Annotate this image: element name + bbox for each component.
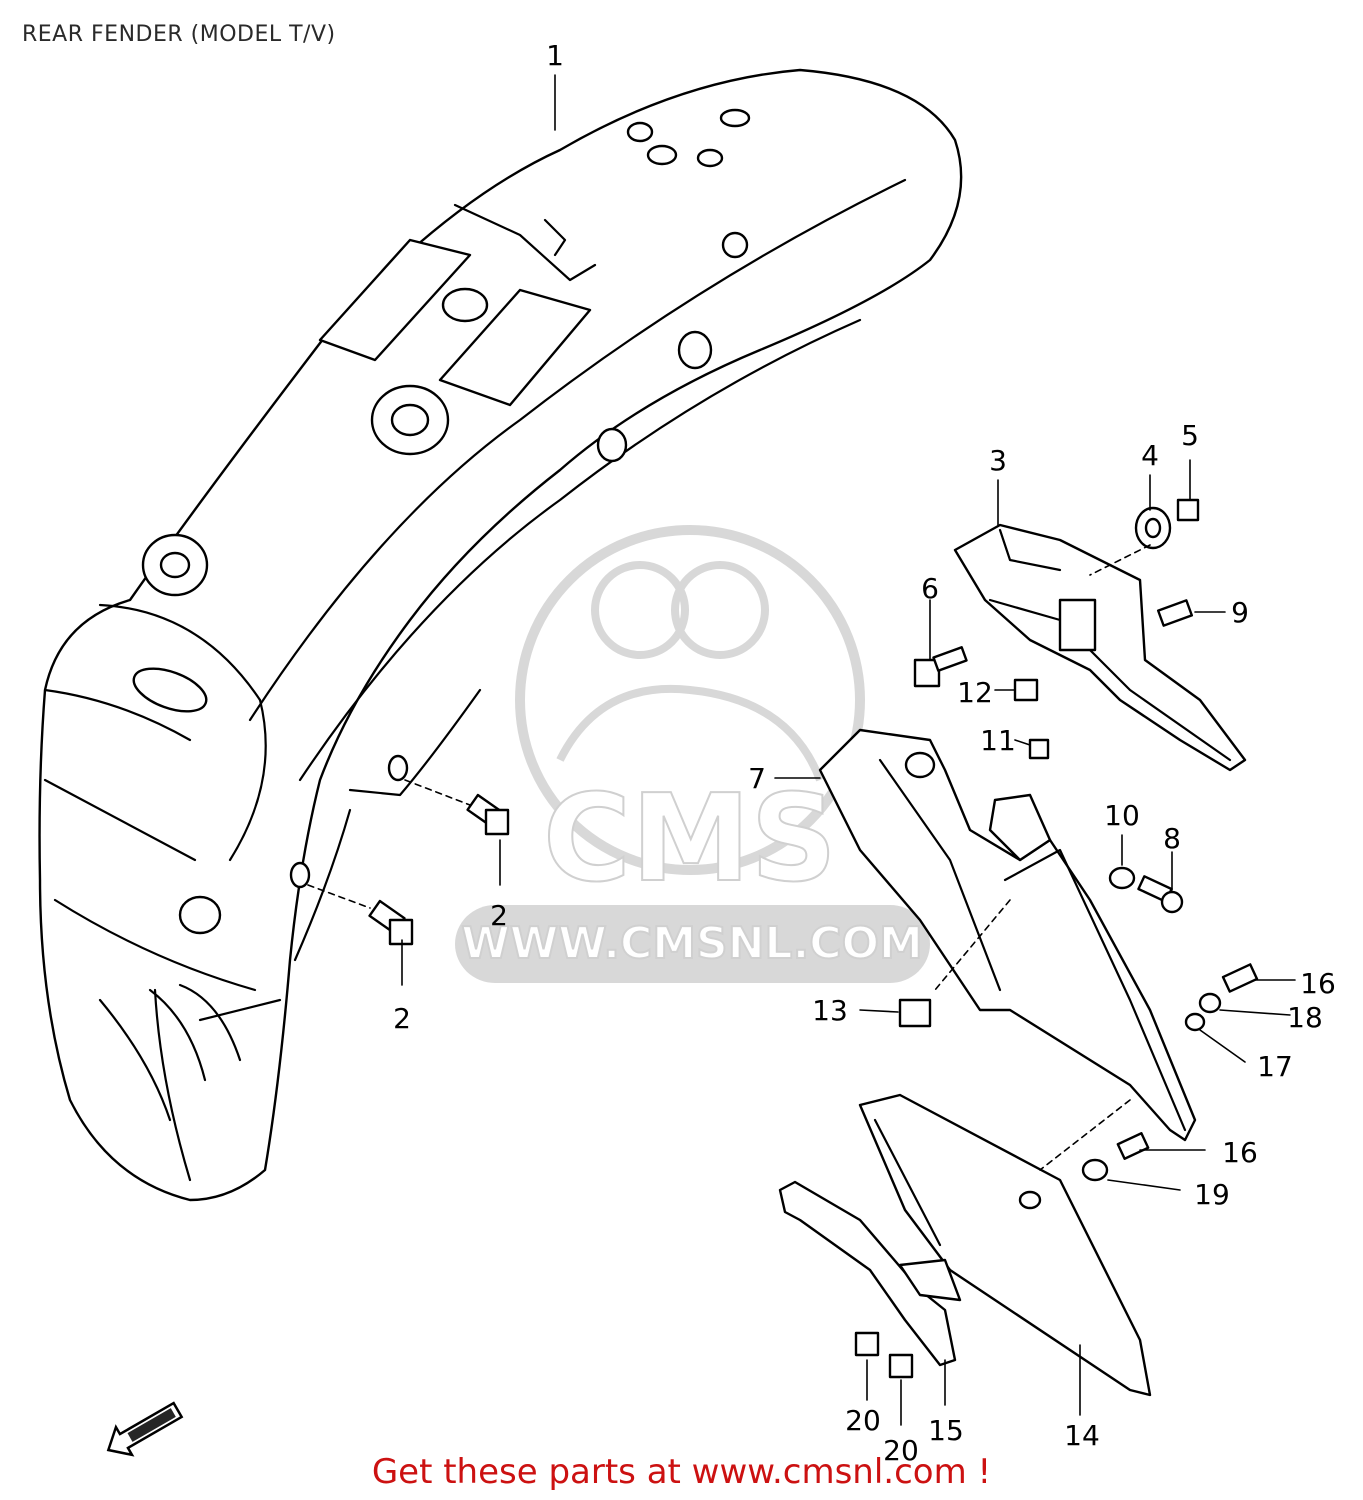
callout-17: 17 [1257,1050,1293,1083]
bolt-6 [913,646,968,688]
bolt-2-lower [307,884,414,946]
callout-2-lower: 2 [393,1002,411,1035]
callout-3: 3 [989,444,1007,477]
nut-20-right [888,1353,914,1379]
callout-16-upper: 16 [1300,967,1336,1000]
bracket-3 [953,523,1247,772]
callout-4: 4 [1141,439,1159,472]
callout-2-upper: 2 [490,899,508,932]
washer-17 [1184,1012,1206,1032]
callout-labels: 1 2 2 3 4 5 6 7 8 9 10 11 12 13 14 15 16… [393,39,1336,1467]
rear-fender [38,68,963,1202]
callout-10: 10 [1104,799,1140,832]
nut-11 [1028,738,1050,760]
bolt-2-upper [404,779,510,836]
washer-10 [1108,866,1136,890]
callout-20-left: 20 [845,1404,881,1437]
callout-9: 9 [1231,596,1249,629]
callout-18: 18 [1287,1001,1323,1034]
footer-link-text[interactable]: Get these parts at www.cmsnl.com ! [371,1452,992,1492]
front-direction-arrow-icon [106,1401,184,1457]
leader-lines [401,74,1296,1426]
callout-13: 13 [812,994,848,1027]
bolt-9 [1156,599,1194,627]
callout-20-right: 20 [883,1434,919,1467]
callout-12: 12 [957,676,993,709]
callout-1: 1 [546,39,564,72]
callout-6: 6 [921,572,939,605]
callout-16-lower: 16 [1222,1136,1258,1169]
callout-11: 11 [980,724,1016,757]
cushion-4 [1134,506,1172,550]
bolt-8 [1137,875,1184,914]
washer-19 [1081,1158,1109,1182]
nut-13 [898,998,932,1028]
callout-8: 8 [1163,822,1181,855]
washer-18 [1198,992,1222,1014]
rear-fender-extension-7 [818,728,1197,1142]
watermark-logo-text: CMS [543,770,837,909]
callout-14: 14 [1064,1419,1100,1452]
brace-15 [778,1180,962,1367]
callout-19: 19 [1194,1178,1230,1211]
watermark-logo: CMS WWW.CMSNL.COM [455,525,930,983]
nut-12 [1013,678,1039,702]
callout-5: 5 [1181,419,1199,452]
callout-7: 7 [748,762,766,795]
nut-20-left [854,1331,880,1357]
page-title: REAR FENDER (MODEL T/V) [22,22,336,47]
screw-16-upper [1221,963,1259,993]
watermark-url-text: WWW.CMSNL.COM [461,918,923,969]
screw-16-lower [1116,1132,1150,1160]
callout-15: 15 [928,1414,964,1447]
license-plate-bracket-14 [858,1093,1152,1397]
spacer-5 [1176,498,1200,522]
